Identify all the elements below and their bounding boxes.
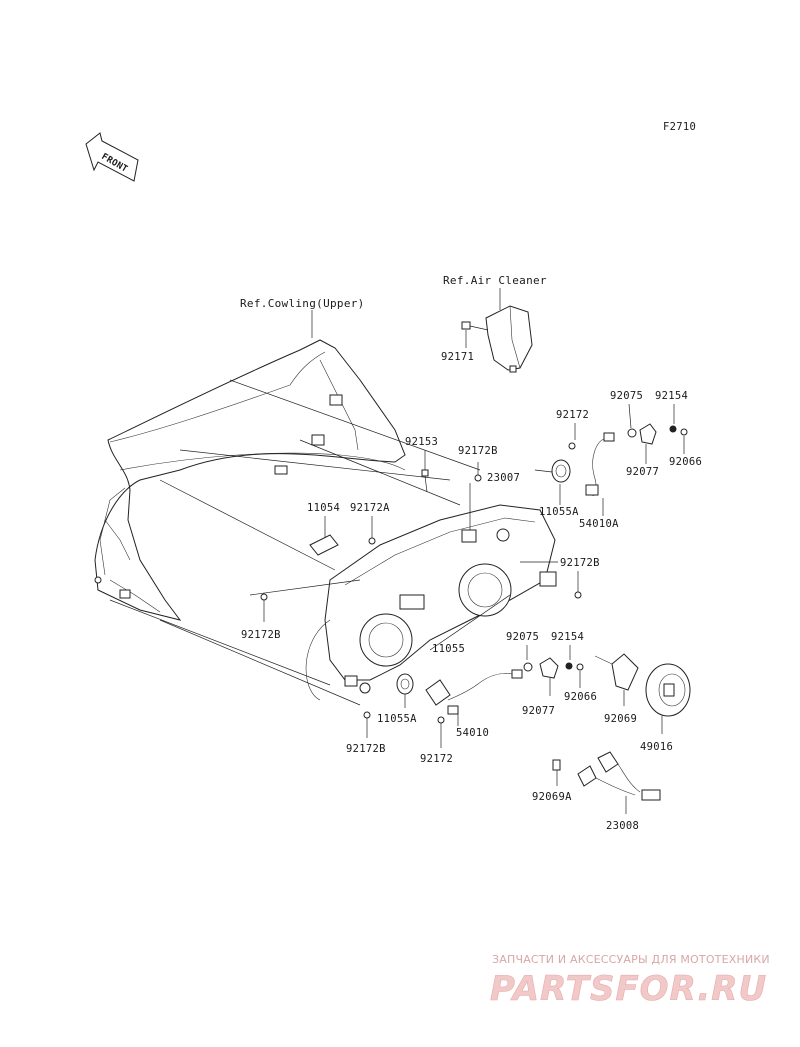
part-label-54010a: 54010A xyxy=(579,518,619,530)
part-label-92069a: 92069A xyxy=(532,791,572,803)
watermark-site-logo: PARTSFOR.RU xyxy=(490,969,767,1009)
bulb-92077-bottom xyxy=(539,657,559,679)
part-label-49016: 49016 xyxy=(640,741,673,753)
part-label-92172b-top: 92172B xyxy=(458,445,498,457)
part-label-92154-bottom: 92154 xyxy=(551,631,584,643)
front-arrow-icon: FRONT xyxy=(85,132,139,182)
part-label-92154-top: 92154 xyxy=(655,390,688,402)
part-label-54010: 54010 xyxy=(456,727,489,739)
dust-cover-49016 xyxy=(645,663,691,717)
part-label-11055: 11055 xyxy=(432,643,465,655)
part-label-92153: 92153 xyxy=(405,436,438,448)
ref-air-cleaner-label: Ref.Air Cleaner xyxy=(443,274,547,287)
part-label-11055a-top: 11055A xyxy=(539,506,579,518)
part-label-11054: 11054 xyxy=(307,502,340,514)
cowling-upper-outline xyxy=(94,310,406,621)
part-label-92069: 92069 xyxy=(604,713,637,725)
part-label-92172a: 92172A xyxy=(350,502,390,514)
part-label-92066-top: 92066 xyxy=(669,456,702,468)
part-label-92077-top: 92077 xyxy=(626,466,659,478)
harness-54010a xyxy=(585,432,615,496)
part-label-92172b-right: 92172B xyxy=(560,557,600,569)
part-label-92077-bottom: 92077 xyxy=(522,705,555,717)
bolt-92153 xyxy=(421,450,429,493)
part-label-92172b-left: 92172B xyxy=(241,629,281,641)
part-label-92075-bottom: 92075 xyxy=(506,631,539,643)
part-label-11055a-bottom: 11055A xyxy=(377,713,417,725)
harness-23008 xyxy=(577,751,661,801)
watermark-tagline: ЗАПЧАСТИ И АКСЕССУАРЫ ДЛЯ МОТОТЕХНИКИ xyxy=(492,953,770,966)
harness-54010 xyxy=(425,669,523,715)
ref-cowling-label: Ref.Cowling(Upper) xyxy=(240,297,365,310)
socket-11055a-top xyxy=(551,459,571,483)
air-cleaner-part xyxy=(461,288,533,373)
part-label-92172-bottom: 92172 xyxy=(420,753,453,765)
bulb-92077-top xyxy=(639,423,657,445)
part-label-92066-bottom: 92066 xyxy=(564,691,597,703)
bulb-92069 xyxy=(594,653,639,691)
part-label-92172-top: 92172 xyxy=(556,409,589,421)
part-label-92075-top: 92075 xyxy=(610,390,643,402)
part-label-23008: 23008 xyxy=(606,820,639,832)
socket-11055a-bottom xyxy=(396,673,414,695)
figure-code: F2710 xyxy=(663,121,696,133)
part-label-92171: 92171 xyxy=(441,351,474,363)
part-label-23007: 23007 xyxy=(487,472,520,484)
part-label-92172b-bottom: 92172B xyxy=(346,743,386,755)
